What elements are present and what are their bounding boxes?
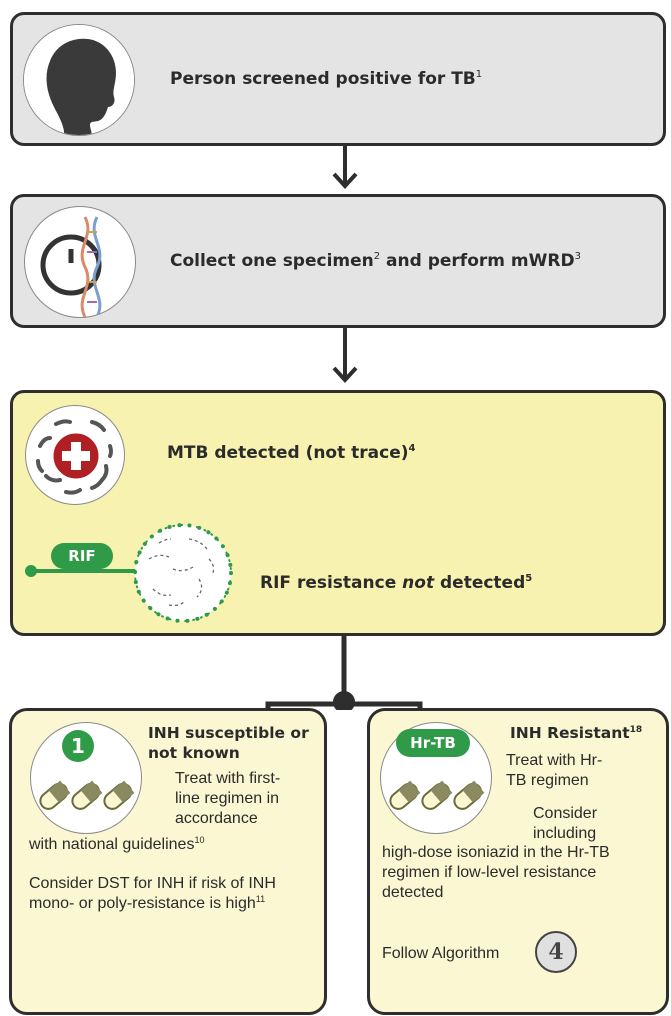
inh-susceptible-card: 1 INH susceptible or not known Treat wit… [9, 708, 327, 1015]
inh-resistant-card: Hr-TB INH Resistant18 Treat with Hr-TB r… [367, 708, 669, 1015]
collect-label: Collect one specimen2 and perform mWRD3 [170, 251, 581, 271]
consider-including-text: Consider including [533, 805, 598, 842]
step-result-box: MTB detected (not trace)4 RIF RIF resist… [10, 390, 666, 636]
arrow-down-2 [332, 328, 358, 383]
screened-label: Person screened positive for TB1 [170, 69, 483, 89]
algorithm-4-badge[interactable]: 4 [535, 931, 577, 973]
consider-dst-text: Consider DST for INH if risk of INH mono… [29, 875, 276, 912]
rif-bacterium-icon [133, 523, 233, 623]
person-silhouette-icon [23, 24, 135, 136]
inh-resistant-heading: INH Resistant18 [510, 724, 643, 742]
branch-connector [265, 636, 423, 710]
hr-tb-regimen-text: Treat with Hr-TB regimen [506, 752, 603, 789]
pills-icon [30, 722, 142, 834]
mtb-detected-label: MTB detected (not trace)4 [167, 443, 416, 463]
bacteria-detected-icon [25, 405, 125, 505]
rif-not-detected-label: RIF resistance not detected5 [260, 573, 533, 593]
regimen-number-badge: 1 [62, 730, 94, 762]
rif-pill: RIF [51, 543, 113, 569]
inh-susceptible-heading: INH susceptible or not known [148, 724, 309, 762]
step-collect-box: Collect one specimen2 and perform mWRD3 [10, 194, 666, 328]
follow-algorithm-text: Follow Algorithm [382, 945, 500, 962]
high-dose-isoniazid-text: high-dose isoniazid in the Hr-TB regimen… [382, 844, 610, 901]
national-guidelines-text: with national guidelines10 [29, 835, 205, 854]
arrow-down-1 [332, 146, 358, 189]
hr-tb-pill: Hr-TB [396, 729, 470, 757]
dna-swab-icon [24, 206, 136, 318]
first-line-text: Treat with first-line regimen in accorda… [175, 770, 281, 827]
step-screened-box: Person screened positive for TB1 [10, 12, 666, 146]
